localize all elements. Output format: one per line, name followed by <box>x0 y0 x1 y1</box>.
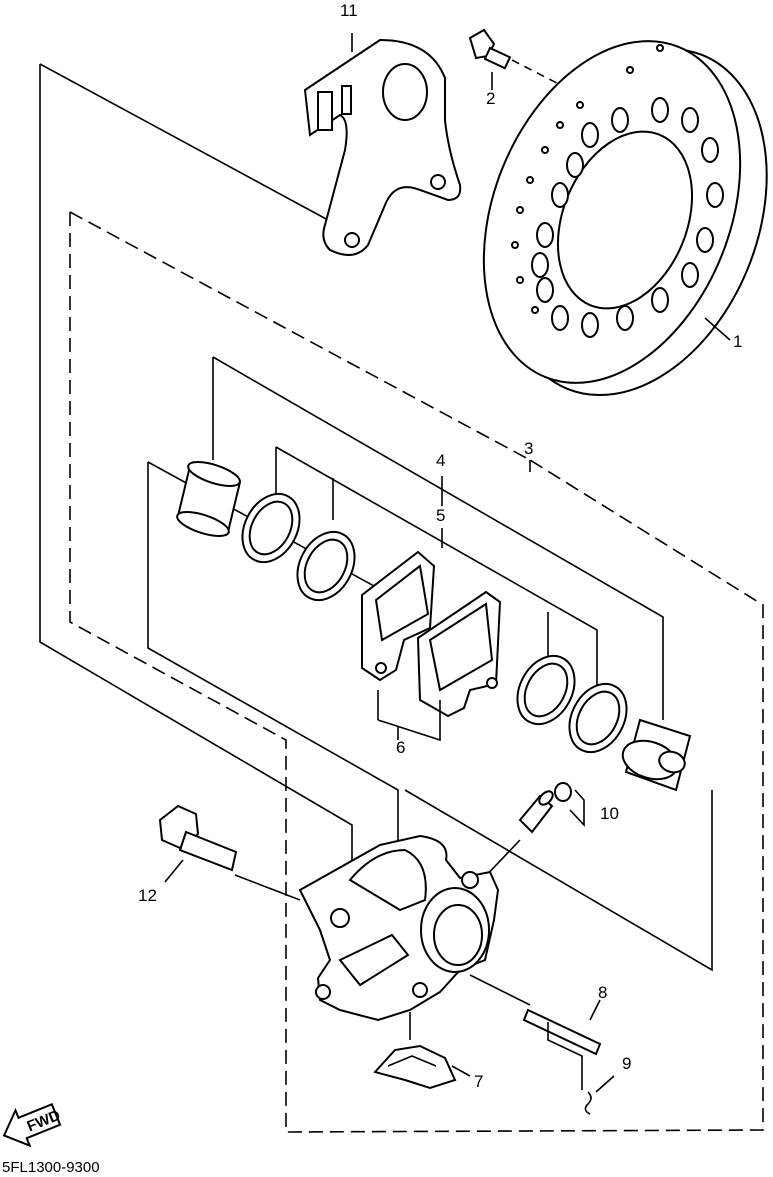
callout-3: 3 <box>524 439 533 458</box>
callout-12: 12 <box>138 886 157 905</box>
pad-clip-part <box>584 1075 615 1115</box>
dust-seal-right-part <box>568 682 628 754</box>
callout-labels: 1 2 3 4 5 6 7 8 9 10 11 12 <box>138 1 742 1091</box>
caliper-body-part <box>234 834 531 1040</box>
catalog-code: 5FL1300-9300 <box>2 1159 100 1176</box>
callout-1: 1 <box>733 332 742 351</box>
callout-2: 2 <box>486 89 495 108</box>
callout-11: 11 <box>340 1 358 20</box>
callout-4: 4 <box>436 451 445 470</box>
piston-seal-right-part <box>516 654 576 726</box>
caliper-bolt-part <box>158 804 238 883</box>
bleed-screw-part <box>479 782 585 883</box>
pad-pin-part <box>522 999 602 1090</box>
callout-5: 5 <box>436 506 445 525</box>
callout-10: 10 <box>600 804 619 823</box>
disc-holes <box>511 44 724 338</box>
callout-6: 6 <box>396 738 405 757</box>
fwd-arrow-icon: FWD <box>2 1103 63 1148</box>
callout-8: 8 <box>598 983 607 1002</box>
piston-seal-part <box>241 492 301 564</box>
piston-right-part <box>621 718 692 792</box>
brake-pad-left-part <box>361 550 436 682</box>
callout-7: 7 <box>474 1072 483 1091</box>
caliper-assembly-dashed-outline <box>69 211 764 1133</box>
caliper-bracket-part <box>303 33 462 256</box>
dust-seal-part <box>296 530 356 602</box>
pad-spring-part <box>373 1044 471 1090</box>
brake-disc-part <box>482 40 768 397</box>
assembly-outline-solid <box>39 63 353 880</box>
callout-9: 9 <box>622 1054 631 1073</box>
piston-left-part <box>176 461 242 537</box>
brake-pad-right-part <box>416 590 502 718</box>
